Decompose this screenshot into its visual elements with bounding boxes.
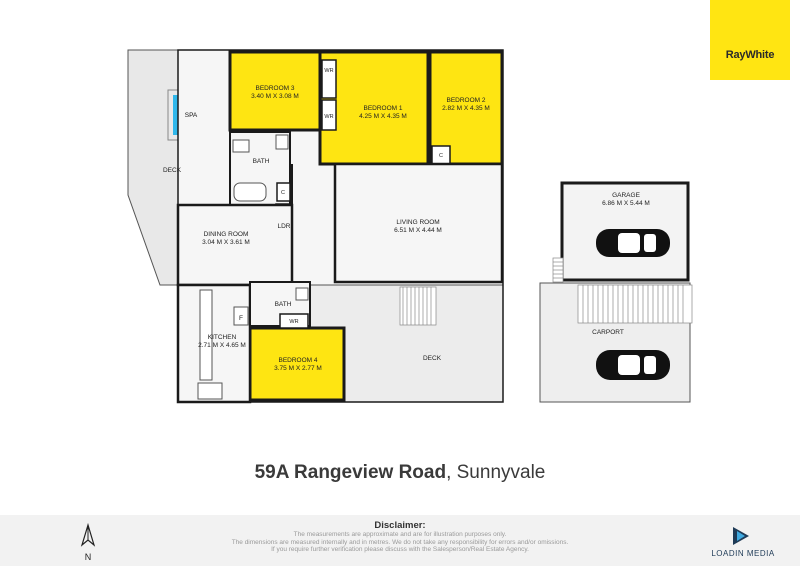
- bedroom-3-size: 3.40 M X 3.08 M: [251, 93, 299, 100]
- disclaimer: Disclaimer: The measurements are approxi…: [200, 520, 600, 554]
- fridge: [233, 306, 249, 326]
- bedroom-1-size: 4.25 M X 4.35 M: [359, 113, 407, 120]
- closet-2-name: C: [281, 190, 285, 196]
- bedroom-2-name: BEDROOM 2: [446, 97, 485, 104]
- footer: N Disclaimer: The measurements are appro…: [0, 515, 800, 566]
- car-icon: [596, 229, 670, 257]
- garage-size: 6.86 M X 5.44 M: [602, 200, 650, 207]
- dining-room-name: DINING ROOM: [204, 231, 249, 238]
- shower-1: [275, 134, 289, 150]
- deck-upper-name: DECK: [163, 167, 182, 174]
- vanity-1: [232, 139, 250, 153]
- bath-1-name: BATH: [253, 158, 270, 165]
- ldr-name: LDR: [277, 223, 290, 230]
- deck-stairs: [399, 286, 437, 326]
- loadin-media-logo: LOADIN MEDIA: [703, 525, 783, 561]
- house-outline: [177, 49, 504, 403]
- north-label: N: [85, 552, 92, 562]
- disclaimer-line-2: The dimensions are measured internally a…: [231, 538, 569, 546]
- wardrobe-2: [321, 99, 337, 131]
- garage-name: GARAGE: [612, 192, 640, 199]
- address-suburb: , Sunnyvale: [446, 462, 546, 483]
- closet-2: [276, 182, 291, 202]
- bedroom-4-size: 3.75 M X 2.77 M: [274, 365, 322, 372]
- fridge-label: F: [239, 315, 243, 322]
- disclaimer-line-1: The measurements are approximate and are…: [293, 531, 507, 538]
- kitchen-size: 2.71 M X 4.65 M: [198, 342, 246, 349]
- north-arrow-icon: N: [78, 522, 98, 563]
- living-room-size: 6.51 M X 4.44 M: [394, 227, 442, 234]
- address-street: 59A Rangeview Road: [254, 462, 447, 483]
- bath-2-name: BATH: [275, 301, 292, 308]
- small-labels: WR WR WR C C: [281, 68, 443, 325]
- wardrobe-1-name: WR: [324, 68, 333, 74]
- bedroom-3: [228, 50, 322, 132]
- brand-name: LOADIN MEDIA: [711, 549, 775, 558]
- bedroom-2-size: 2.82 M X 4.35 M: [442, 105, 490, 112]
- garage-stairs: [552, 257, 564, 283]
- room-labels: BEDROOM 3 3.40 M X 3.08 M BEDROOM 1 4.25…: [163, 85, 650, 372]
- kitchen-name: KITCHEN: [208, 334, 237, 341]
- closet-1-name: C: [439, 153, 443, 159]
- kitchen-island: [197, 382, 223, 400]
- disclaimer-title: Disclaimer:: [374, 520, 426, 531]
- bedroom-4: [248, 326, 346, 402]
- disclaimer-line-3: If you require further verification plea…: [271, 546, 529, 553]
- kitchen-counter: [199, 289, 213, 381]
- bathtub-1: [233, 182, 267, 202]
- wardrobe-2-name: WR: [324, 114, 333, 120]
- vanity-2: [295, 287, 309, 301]
- wardrobe-1: [321, 59, 337, 99]
- spa-name: SPA: [185, 112, 198, 119]
- wardrobe-3: [279, 313, 309, 329]
- raywhite-logo: RayWhite: [710, 0, 790, 80]
- bedroom-3-name: BEDROOM 3: [255, 85, 294, 92]
- carport-name: CARPORT: [592, 329, 624, 336]
- living-room-name: LIVING ROOM: [396, 219, 439, 226]
- logo-text: RayWhite: [725, 49, 775, 61]
- property-address: 59A Rangeview Road, Sunnyvale: [0, 462, 800, 484]
- dining-room-size: 3.04 M X 3.61 M: [202, 239, 250, 246]
- bedroom-1-name: BEDROOM 1: [363, 105, 402, 112]
- loadin-media-icon: [733, 527, 749, 545]
- car-icon: [596, 350, 670, 380]
- bedroom-4-name: BEDROOM 4: [278, 357, 317, 364]
- carport-stairs: [577, 284, 693, 324]
- dining-room: [176, 203, 294, 287]
- wardrobe-3-name: WR: [289, 319, 298, 325]
- deck-lower-name: DECK: [423, 355, 442, 362]
- living-room: [333, 162, 504, 284]
